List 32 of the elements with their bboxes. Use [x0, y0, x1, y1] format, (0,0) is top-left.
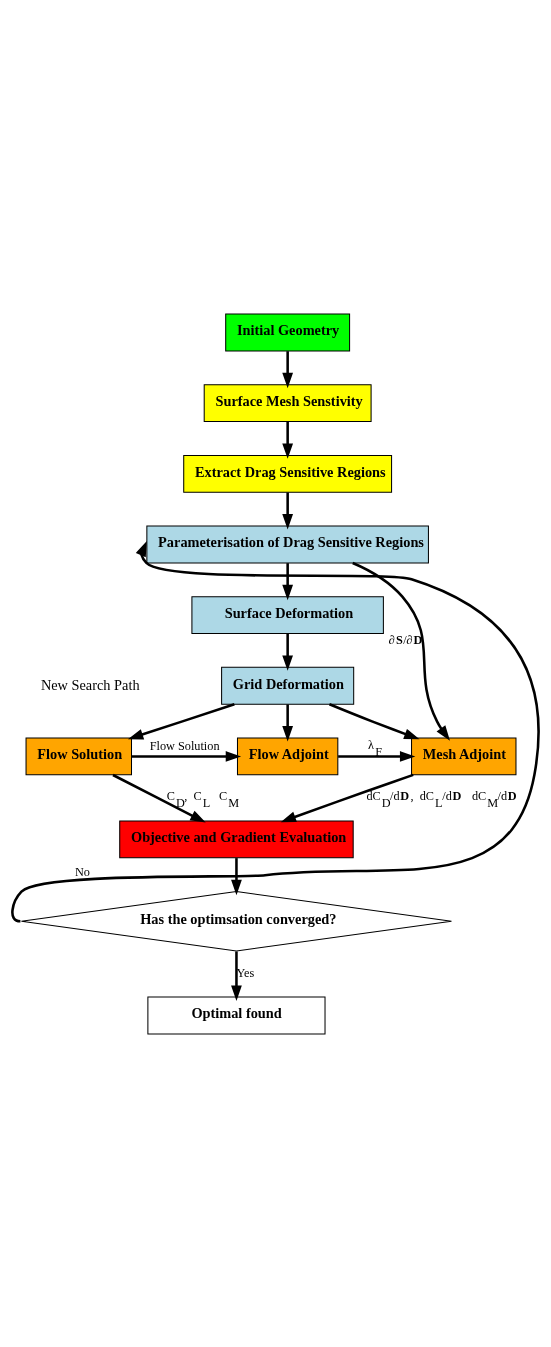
edge-label: ∂S/∂D	[388, 632, 423, 647]
edge-label: Flow Solution	[149, 738, 220, 753]
node-box: Initial Geometry	[225, 313, 351, 351]
arrow	[338, 750, 416, 762]
node-box: Mesh Adjoint	[411, 737, 517, 775]
node-box: Flow Solution	[25, 737, 132, 775]
node-box: Surface Deformation	[191, 595, 384, 634]
node-box: Flow Adjoint	[236, 737, 339, 775]
arrow	[280, 773, 414, 822]
node-box: Grid Deformation	[221, 666, 355, 705]
node-box: Optimal found	[147, 996, 326, 1034]
arrow	[329, 702, 420, 739]
label: New Search Path	[40, 676, 140, 693]
node-diamond: Has the optimsation converged?	[20, 890, 452, 951]
arrow	[282, 633, 294, 671]
arrow	[112, 773, 206, 823]
arrow	[11, 540, 540, 922]
node-box: Surface Mesh Senstivity	[203, 383, 372, 422]
arrow	[282, 703, 294, 741]
arrow	[131, 750, 242, 762]
node-box: Parameterisation of Drag Sensitive Regions	[146, 525, 429, 563]
arrow	[282, 562, 294, 600]
arrow	[231, 857, 242, 895]
edge-label: No	[74, 864, 90, 879]
arrow	[282, 421, 294, 459]
arrow	[127, 702, 235, 740]
arrow	[231, 950, 242, 1001]
node-box: Objective and Gradient Evaluation	[119, 819, 354, 858]
arrow	[282, 492, 294, 529]
node-box: Extract Drag Sensitive Regions	[183, 454, 393, 493]
arrow	[282, 350, 294, 388]
arrow	[352, 561, 450, 741]
